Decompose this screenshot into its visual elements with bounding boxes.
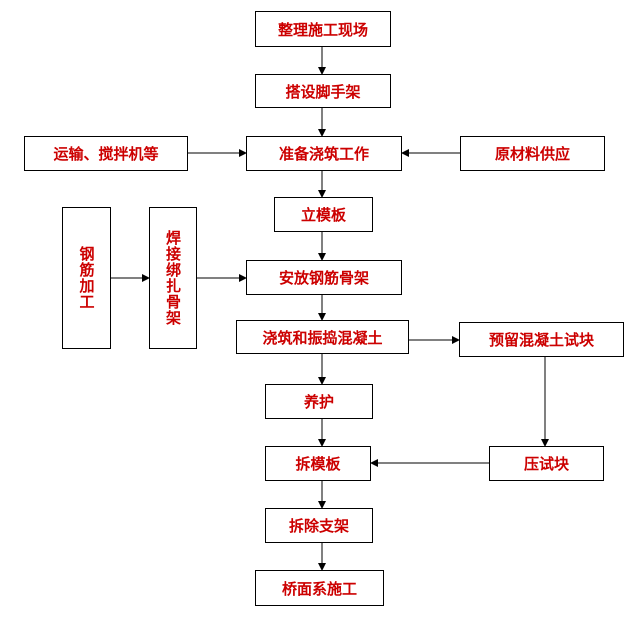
node-erect-formwork: 立模板 (274, 197, 373, 232)
node-weld-bind-cage: 焊接绑扎骨架 (149, 207, 197, 349)
node-curing: 养护 (265, 384, 373, 419)
node-transport-mixer: 运输、搅拌机等 (24, 136, 188, 171)
node-prepare-pouring: 准备浇筑工作 (246, 136, 402, 171)
node-compression-test: 压试块 (489, 446, 604, 481)
node-remove-formwork: 拆模板 (265, 446, 371, 481)
node-reserve-test-block: 预留混凝土试块 (459, 322, 624, 357)
node-erect-scaffold: 搭设脚手架 (255, 74, 391, 108)
node-raw-material-supply: 原材料供应 (460, 136, 605, 171)
node-remove-support: 拆除支架 (265, 508, 373, 543)
node-site-preparation: 整理施工现场 (255, 11, 391, 47)
node-rebar-processing: 钢筋加工 (62, 207, 111, 349)
node-deck-system-construction: 桥面系施工 (255, 570, 384, 606)
node-install-rebar-cage: 安放钢筋骨架 (246, 260, 402, 295)
node-pour-vibrate-concrete: 浇筑和振捣混凝土 (236, 320, 409, 354)
